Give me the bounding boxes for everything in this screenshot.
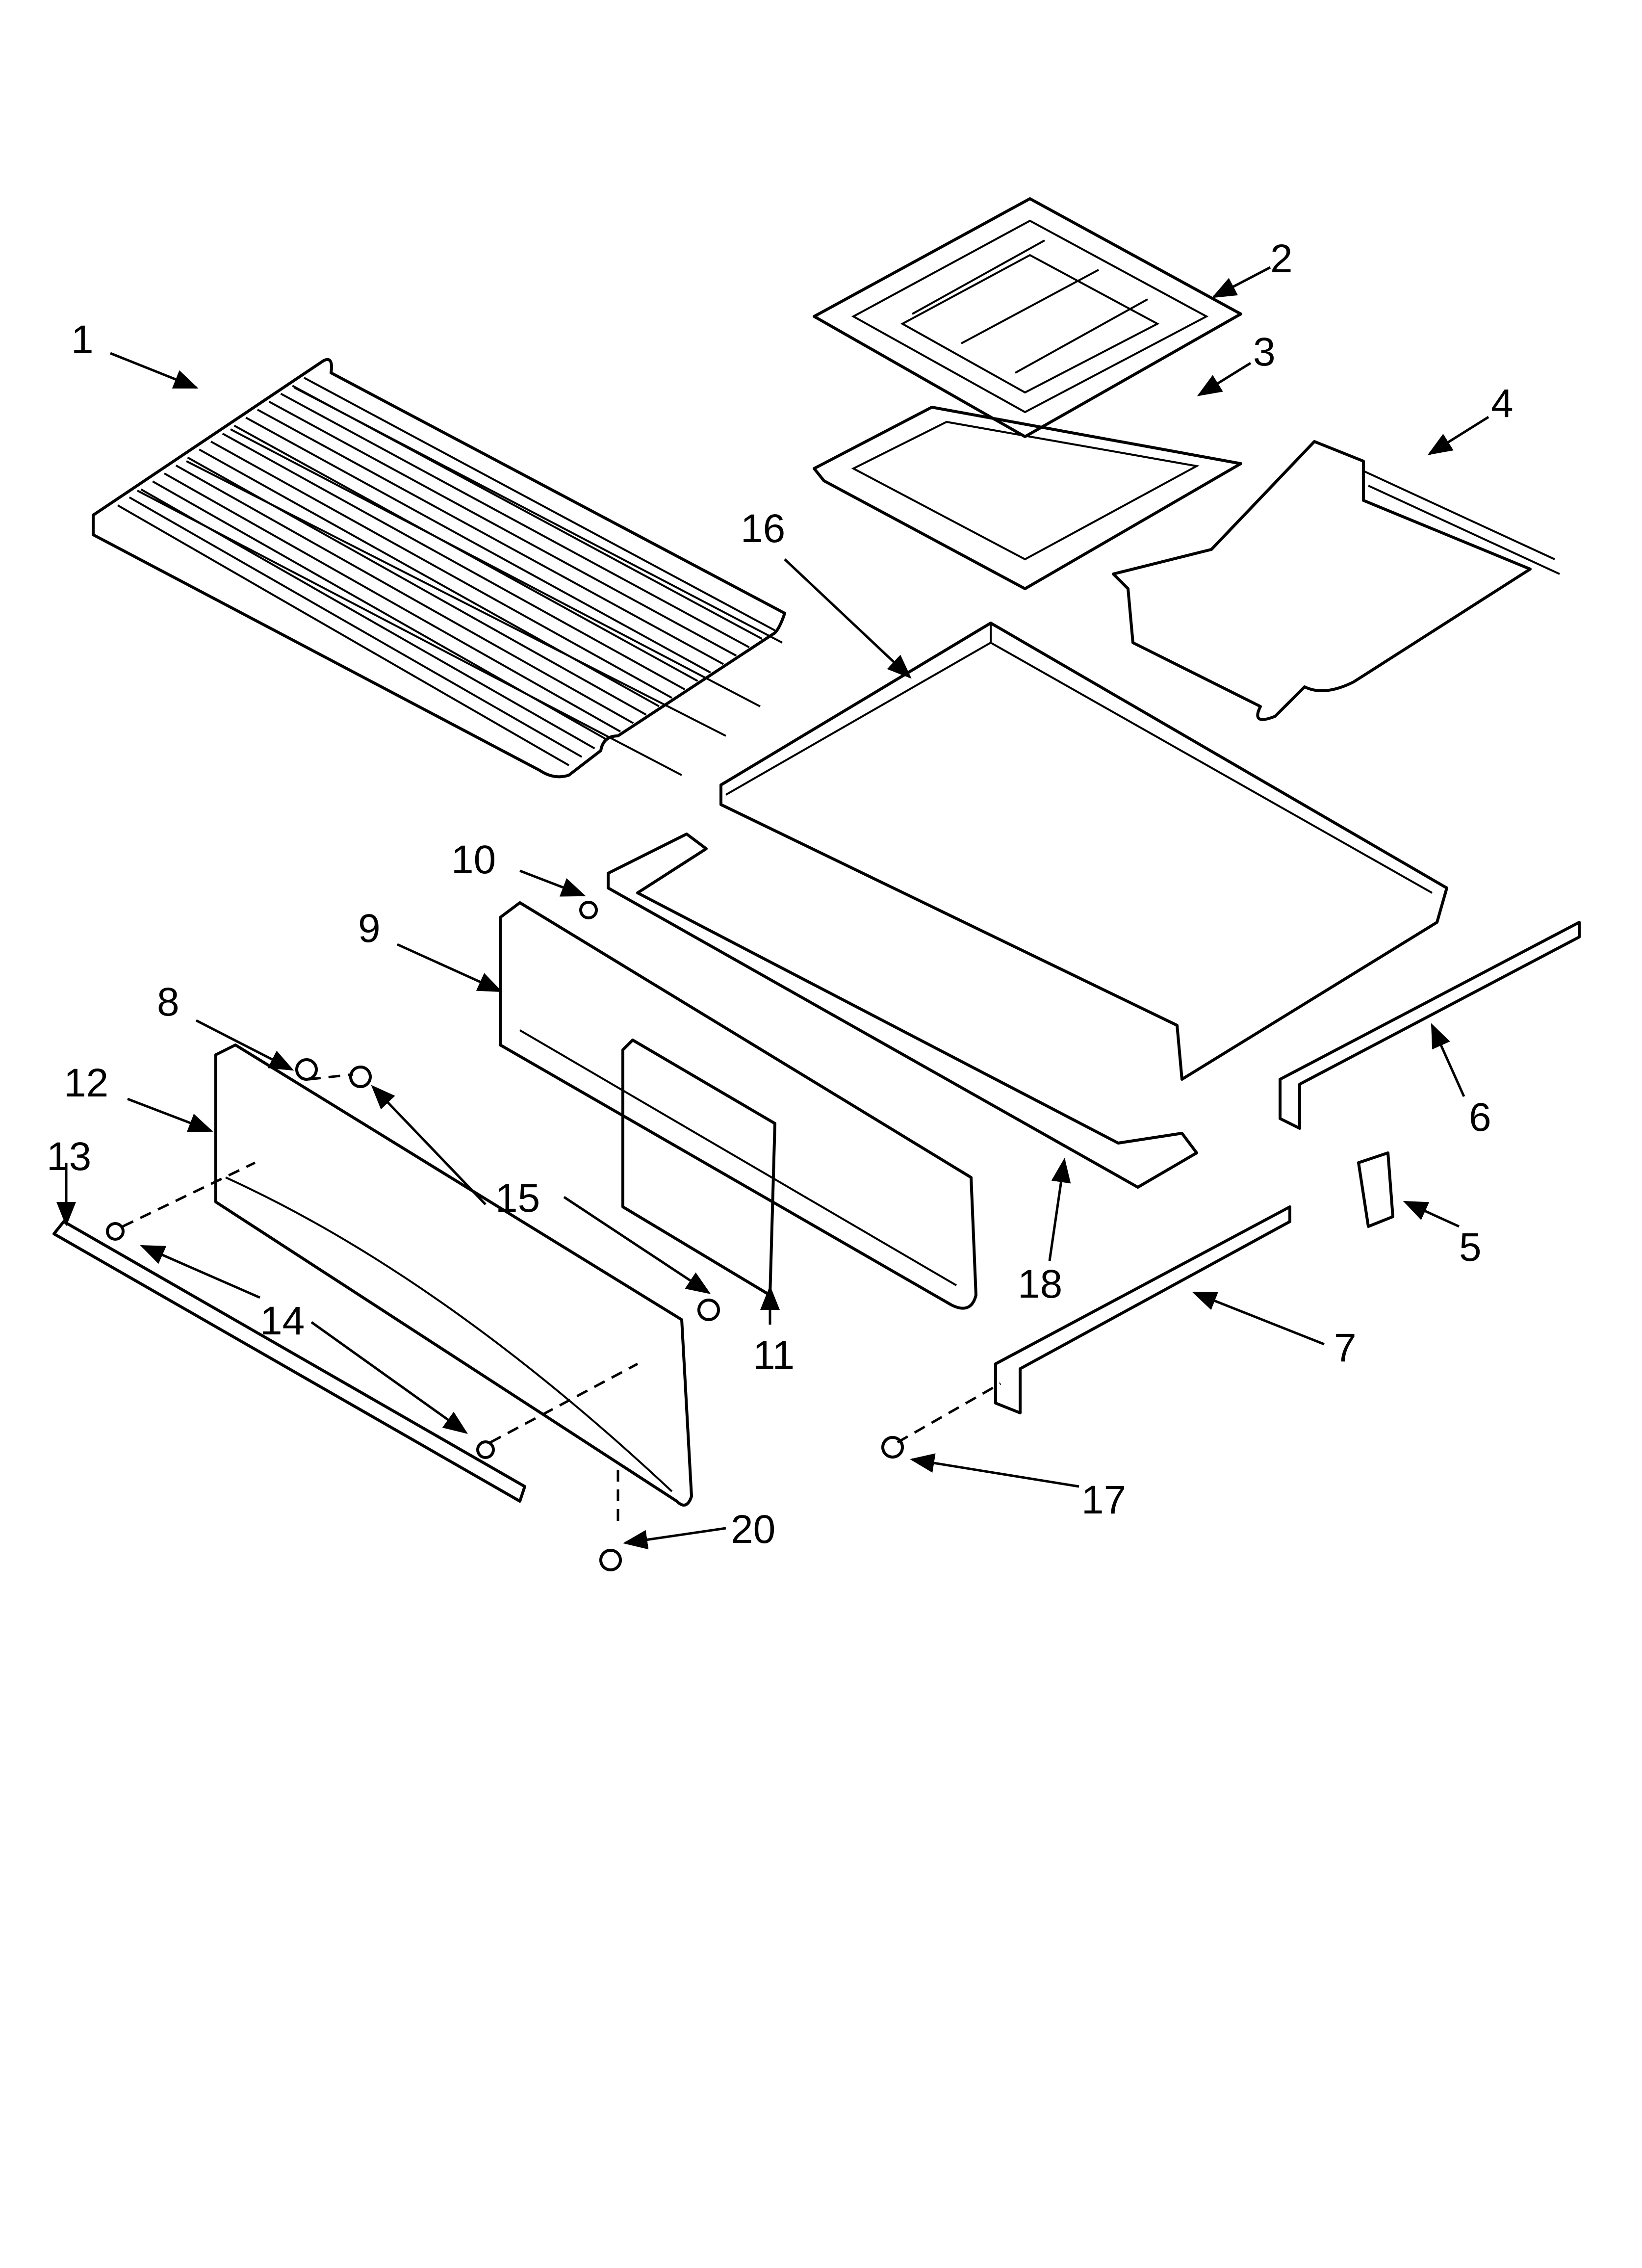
broiler-grid-part xyxy=(813,197,1242,438)
drawer-body-part xyxy=(607,622,1448,1189)
fasteners xyxy=(106,901,1001,1571)
callout-13: 13 xyxy=(47,1134,91,1179)
callout-5: 5 xyxy=(1459,1225,1482,1270)
rack-bar xyxy=(257,409,724,665)
callout-16: 16 xyxy=(741,506,785,551)
leader-lines xyxy=(56,266,1489,1550)
callout-12: 12 xyxy=(64,1061,108,1105)
rack-bar xyxy=(199,448,660,707)
rack-bar xyxy=(292,385,763,640)
callout-labels: 1 2 3 4 5 6 7 8 9 10 11 12 13 14 15 16 1… xyxy=(47,236,1514,1552)
rack-bar xyxy=(304,377,775,631)
rack-bar xyxy=(128,496,583,758)
callout-2: 2 xyxy=(1270,236,1293,281)
bracket-part xyxy=(1357,1151,1394,1228)
wire-support-part xyxy=(1112,440,1560,721)
callout-4: 4 xyxy=(1491,381,1514,426)
broiler-pan-part xyxy=(813,406,1242,590)
rack-bar xyxy=(175,465,634,724)
rack-bar xyxy=(140,488,595,750)
drawer-slide-right-part xyxy=(1279,921,1581,1130)
callout-6: 6 xyxy=(1469,1095,1491,1140)
callout-18: 18 xyxy=(1018,1262,1062,1306)
callout-14: 14 xyxy=(260,1299,305,1343)
rack-bar xyxy=(222,433,686,691)
callout-11: 11 xyxy=(753,1333,795,1378)
callout-7: 7 xyxy=(1334,1326,1357,1370)
callout-17: 17 xyxy=(1081,1478,1126,1522)
rack-bar xyxy=(187,456,647,716)
oven-rack-part xyxy=(92,358,786,779)
rack-bar xyxy=(280,392,750,649)
rack-bar xyxy=(152,480,608,741)
insulation-part xyxy=(621,1039,776,1297)
callout-3: 3 xyxy=(1253,330,1276,374)
drawer-panel-part xyxy=(214,1043,693,1507)
rack-bar xyxy=(164,472,621,732)
rack-bar xyxy=(268,400,737,657)
callout-20: 20 xyxy=(731,1507,775,1552)
rack-bar xyxy=(117,504,569,766)
drawer-front-part xyxy=(499,901,977,1310)
drawer-slide-left-part xyxy=(994,1205,1291,1414)
callout-15: 15 xyxy=(495,1176,540,1221)
rack-bar xyxy=(245,417,711,674)
rack-bar xyxy=(210,441,672,699)
callout-9: 9 xyxy=(358,906,381,951)
callout-1: 1 xyxy=(71,317,94,362)
callout-8: 8 xyxy=(157,980,180,1024)
rack-bar xyxy=(233,424,698,682)
callout-10: 10 xyxy=(451,837,496,882)
trim-strip-part xyxy=(52,1220,526,1503)
